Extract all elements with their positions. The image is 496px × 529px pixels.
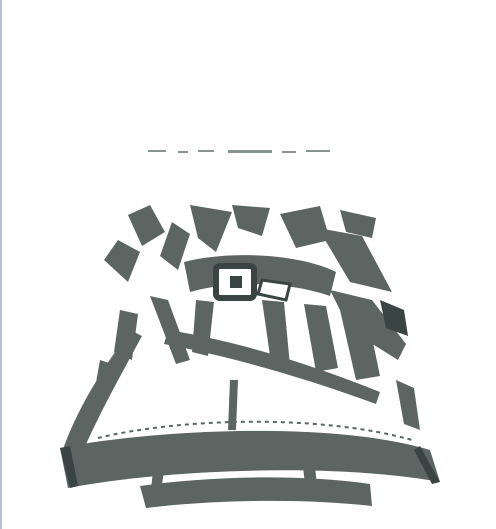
skirt-folds	[94, 360, 420, 500]
stitching	[97, 420, 413, 473]
faint-top-stroke	[148, 150, 330, 153]
upper-cloth-folds	[104, 205, 392, 292]
belt	[184, 255, 336, 302]
hanging-straps	[114, 296, 380, 404]
right-pouch	[330, 290, 408, 360]
left-edge-line	[0, 0, 2, 529]
